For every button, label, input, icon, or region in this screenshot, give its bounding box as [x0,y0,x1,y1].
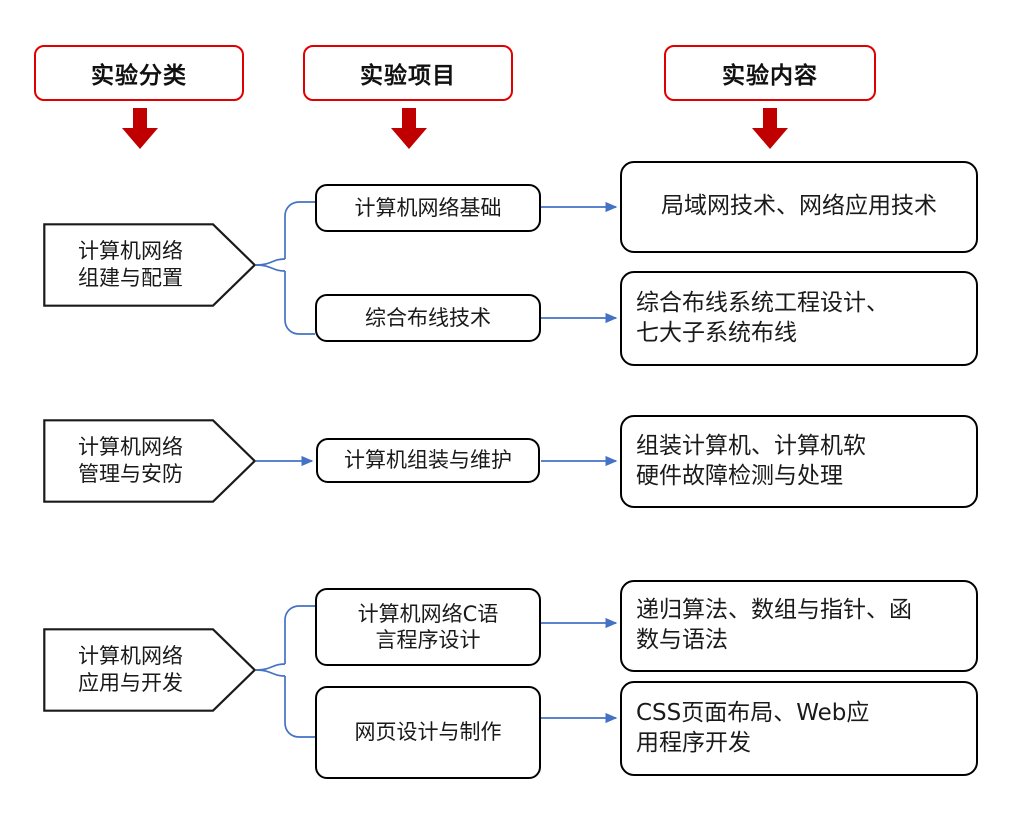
down-arrow-icon-project [391,108,427,149]
category-pentagon-2[interactable]: 计算机网络 管理与安防 [43,419,256,503]
content-label-r1-p2: 综合布线系统工程设计、 七大子系统布线 [636,289,889,346]
content-box-r1-p2[interactable]: 综合布线系统工程设计、 七大子系统布线 [620,271,978,366]
pentagon-shape-2 [43,419,256,503]
content-box-r2-p1[interactable]: 组装计算机、计算机软 硬件故障检测与处理 [620,415,978,508]
project-label-r1-p2: 综合布线技术 [365,305,491,330]
category-pentagon-1[interactable]: 计算机网络 组建与配置 [43,223,256,307]
brace-row-3 [255,605,315,738]
content-label-r3-p1: 递归算法、数组与指针、函 数与语法 [636,597,912,653]
category-label-1: 计算机网络 组建与配置 [78,239,183,290]
content-label-r2-p1: 组装计算机、计算机软 硬件故障检测与处理 [636,432,866,489]
brace-row-1 [255,201,315,335]
content-box-r1-p1[interactable]: 局域网技术、网络应用技术 [620,161,978,253]
project-box-r2-p1[interactable]: 计算机组装与维护 [316,438,540,483]
pentagon-shape-1 [43,223,256,307]
project-label-r1-p1: 计算机网络基础 [354,195,502,220]
content-box-r3-p2[interactable]: CSS页面布局、Web应 用程序开发 [620,681,978,776]
header-pill-content[interactable]: 实验内容 [664,45,876,101]
header-label-content: 实验内容 [722,63,818,89]
header-pill-project[interactable]: 实验项目 [303,45,513,101]
category-label-3: 计算机网络 应用与开发 [78,644,183,695]
content-label-r3-p2: CSS页面布局、Web应 用程序开发 [636,699,870,756]
project-box-r3-p2[interactable]: 网页设计与制作 [315,686,541,779]
project-box-r3-p1[interactable]: 计算机网络C语 言程序设计 [315,588,541,666]
header-label-category: 实验分类 [91,63,187,89]
category-pentagon-3[interactable]: 计算机网络 应用与开发 [43,628,256,712]
header-pill-category[interactable]: 实验分类 [34,45,244,101]
project-box-r1-p1[interactable]: 计算机网络基础 [315,184,541,232]
pentagon-shape-3 [43,628,256,712]
project-label-r3-p2: 网页设计与制作 [354,720,502,745]
project-label-r3-p1: 计算机网络C语 言程序设计 [357,601,499,652]
project-box-r1-p2[interactable]: 综合布线技术 [315,294,541,342]
content-box-r3-p1[interactable]: 递归算法、数组与指针、函 数与语法 [620,580,978,672]
down-arrow-icon-category [122,108,158,149]
header-label-project: 实验项目 [360,63,456,89]
category-label-2: 计算机网络 管理与安防 [78,435,183,486]
content-label-r1-p1: 局域网技术、网络应用技术 [661,193,937,220]
project-label-r2-p1: 计算机组装与维护 [344,448,512,473]
down-arrow-icon-content [752,108,788,149]
